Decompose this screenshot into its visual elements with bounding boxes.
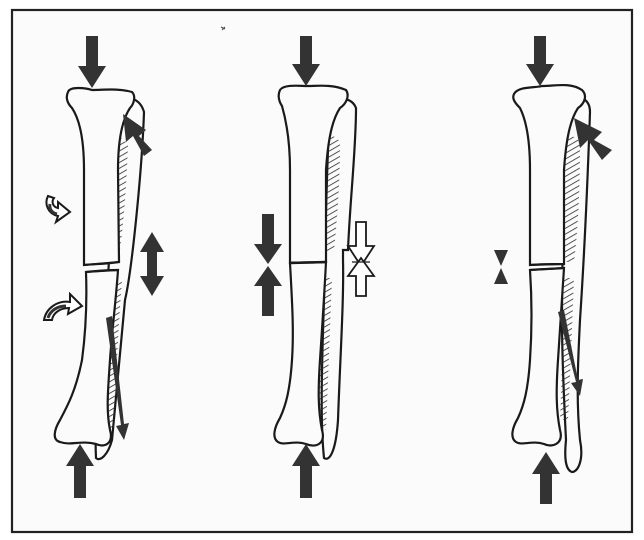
fracture-line-right — [530, 264, 564, 265]
fracture-line-middle — [290, 262, 326, 263]
